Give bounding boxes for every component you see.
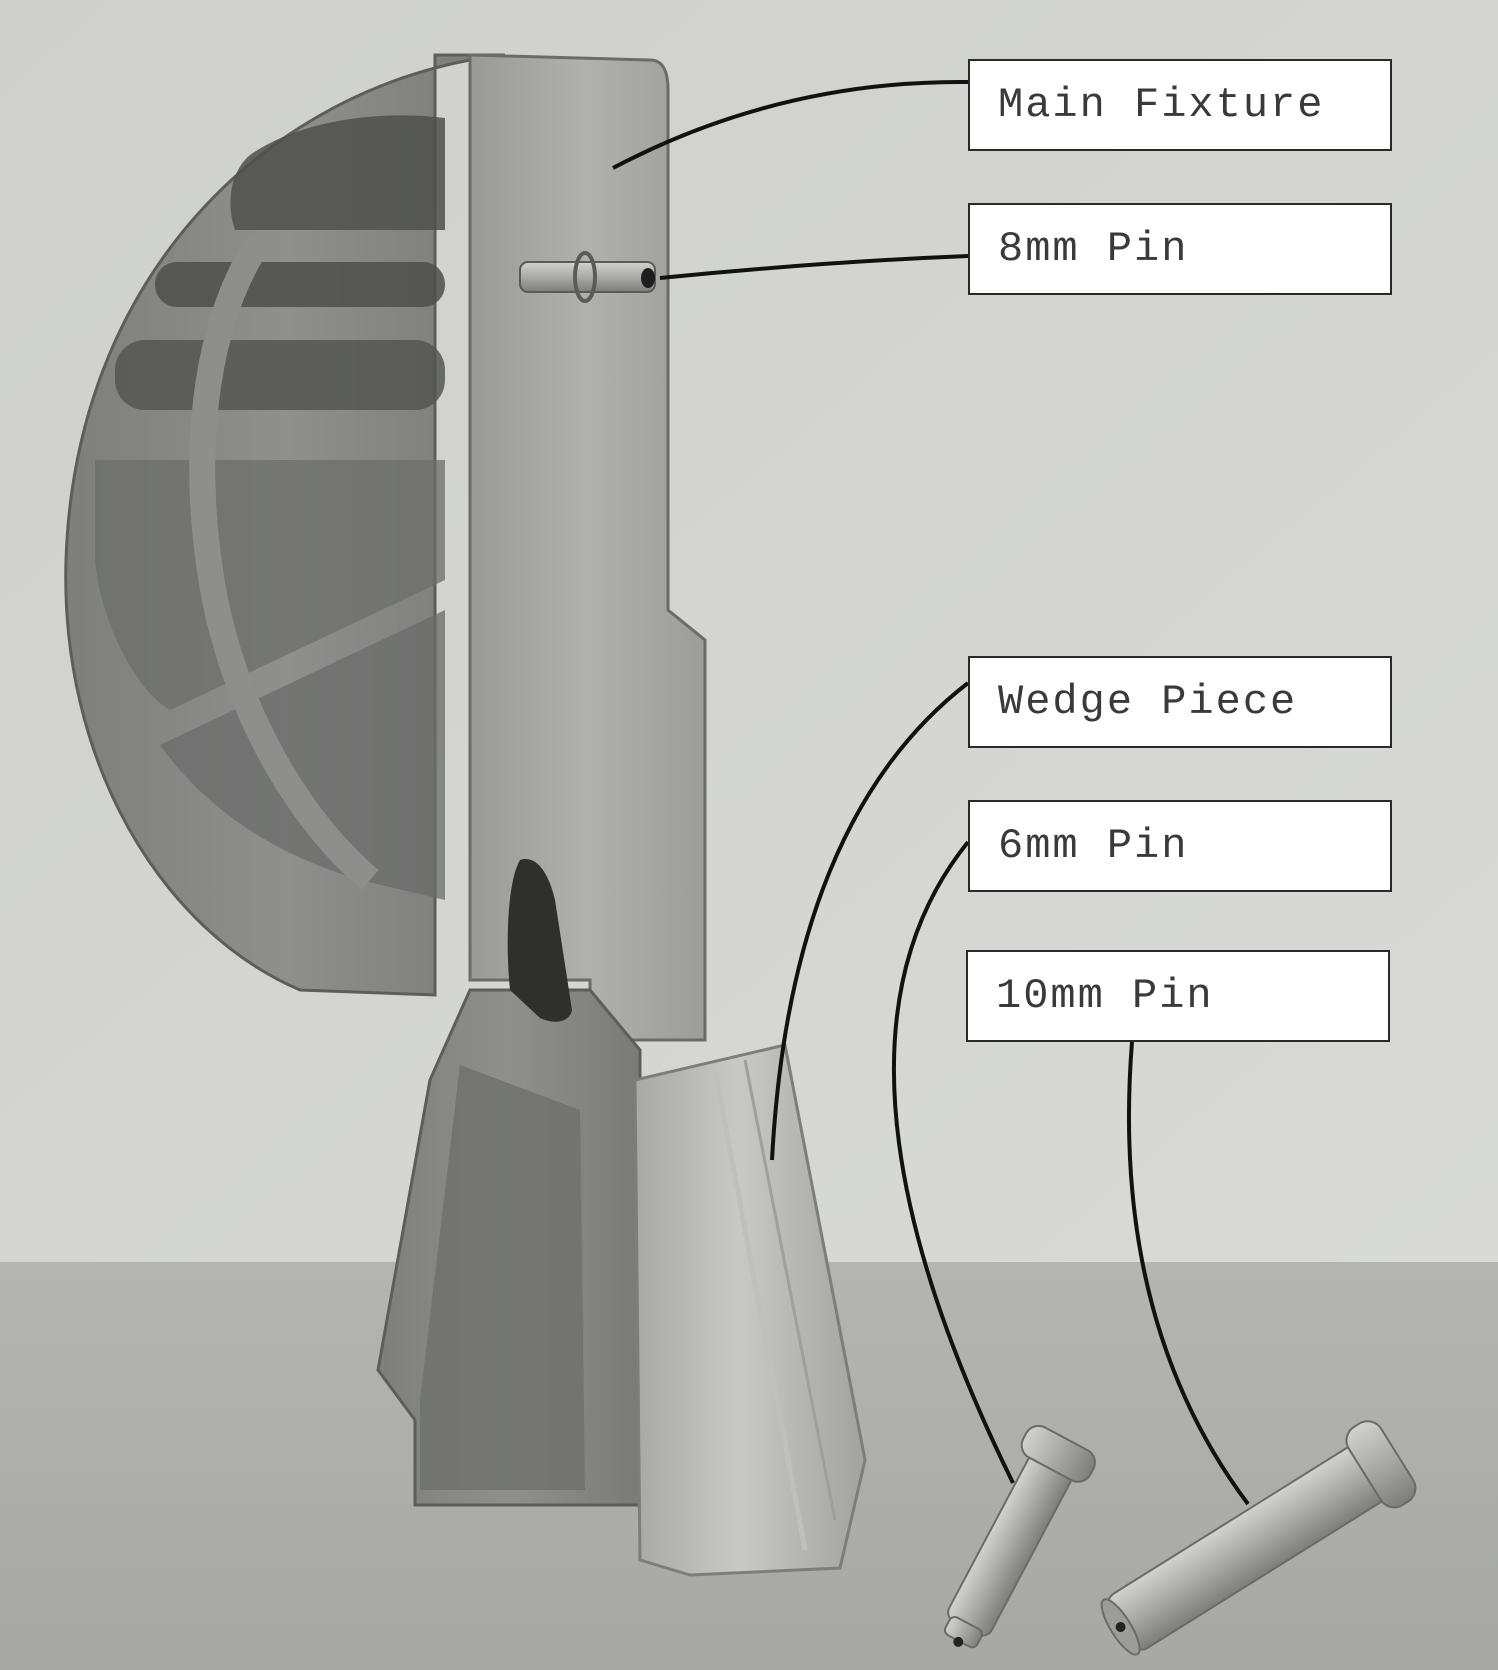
label-wedge-piece: Wedge Piece	[968, 656, 1392, 748]
leader-line-main-fixture	[612, 79, 969, 170]
cutout-lower	[160, 610, 445, 900]
6mm-pin-part	[943, 1424, 1096, 1649]
leader-line-10mm-pin	[1126, 1041, 1250, 1506]
10mm-pin-part	[1100, 1420, 1417, 1656]
cutout-slot-1	[155, 262, 445, 307]
leader-line-6mm-pin	[891, 840, 1015, 1484]
cutout-large	[95, 460, 445, 710]
label-10mm-pin: 10mm Pin	[966, 950, 1390, 1042]
leader-line-8mm-pin	[659, 254, 969, 280]
label-6mm-pin: 6mm Pin	[968, 800, 1392, 892]
leader-line-wedge-piece	[770, 681, 970, 1161]
8mm-pin-part	[519, 251, 656, 303]
label-8mm-pin: 8mm Pin	[968, 203, 1392, 295]
cutout-top	[230, 115, 445, 230]
label-main-fixture: Main Fixture	[968, 59, 1392, 151]
cutout-slot-2	[115, 340, 445, 410]
leader-lines	[612, 79, 1250, 1506]
main-fixture-part	[64, 53, 707, 1507]
